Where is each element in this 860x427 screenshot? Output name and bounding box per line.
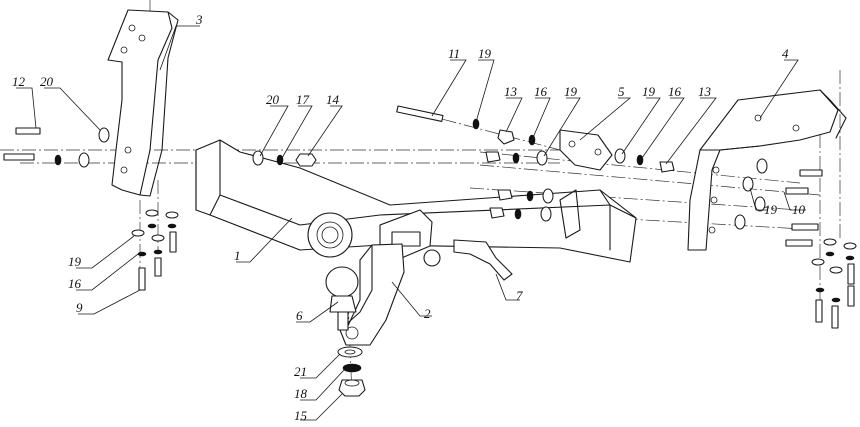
callout-16-right: 16 xyxy=(668,84,682,99)
callout-2: 2 xyxy=(424,306,431,321)
leader-lines xyxy=(16,25,806,421)
callout-5: 5 xyxy=(618,84,625,99)
socket-bracket xyxy=(453,239,513,281)
callout-20-beam: 20 xyxy=(266,92,280,107)
callout-labels: 3 12 20 20 17 14 11 19 13 16 19 5 19 16 … xyxy=(12,12,806,423)
callout-11: 11 xyxy=(448,46,460,61)
callout-13-right: 13 xyxy=(698,84,712,99)
callout-9: 9 xyxy=(76,300,83,315)
right-mounting-bracket xyxy=(687,89,847,251)
callout-10: 10 xyxy=(792,202,806,217)
callout-15: 15 xyxy=(294,408,308,423)
callout-19-top: 19 xyxy=(478,46,492,61)
center-plate xyxy=(559,129,613,171)
callout-21: 21 xyxy=(294,364,307,379)
callout-4: 4 xyxy=(782,46,789,61)
right-fasteners xyxy=(734,158,857,329)
callout-16-mid: 16 xyxy=(534,84,548,99)
callout-6: 6 xyxy=(296,308,303,323)
callout-19-bracket: 19 xyxy=(764,202,778,217)
callout-18: 18 xyxy=(294,386,308,401)
callout-14: 14 xyxy=(326,92,340,107)
callout-19-bottom: 19 xyxy=(68,254,82,269)
callout-13-left: 13 xyxy=(504,84,518,99)
ball-mount xyxy=(339,243,405,346)
left-vertical-bolts xyxy=(131,209,179,291)
callout-3: 3 xyxy=(195,12,203,27)
callout-16-bottom: 16 xyxy=(68,276,82,291)
callout-7: 7 xyxy=(516,288,523,303)
ball-fasteners xyxy=(337,346,366,397)
callout-12: 12 xyxy=(12,74,26,89)
left-bolts xyxy=(3,127,110,168)
callout-17: 17 xyxy=(296,92,310,107)
left-mounting-bracket xyxy=(107,9,179,197)
callout-19-right: 19 xyxy=(642,84,656,99)
callout-19-mid: 19 xyxy=(564,84,578,99)
tow-ball xyxy=(325,266,359,331)
callout-20-left: 20 xyxy=(40,74,54,89)
beam-left-fasteners xyxy=(252,150,317,167)
callout-1: 1 xyxy=(234,248,241,263)
